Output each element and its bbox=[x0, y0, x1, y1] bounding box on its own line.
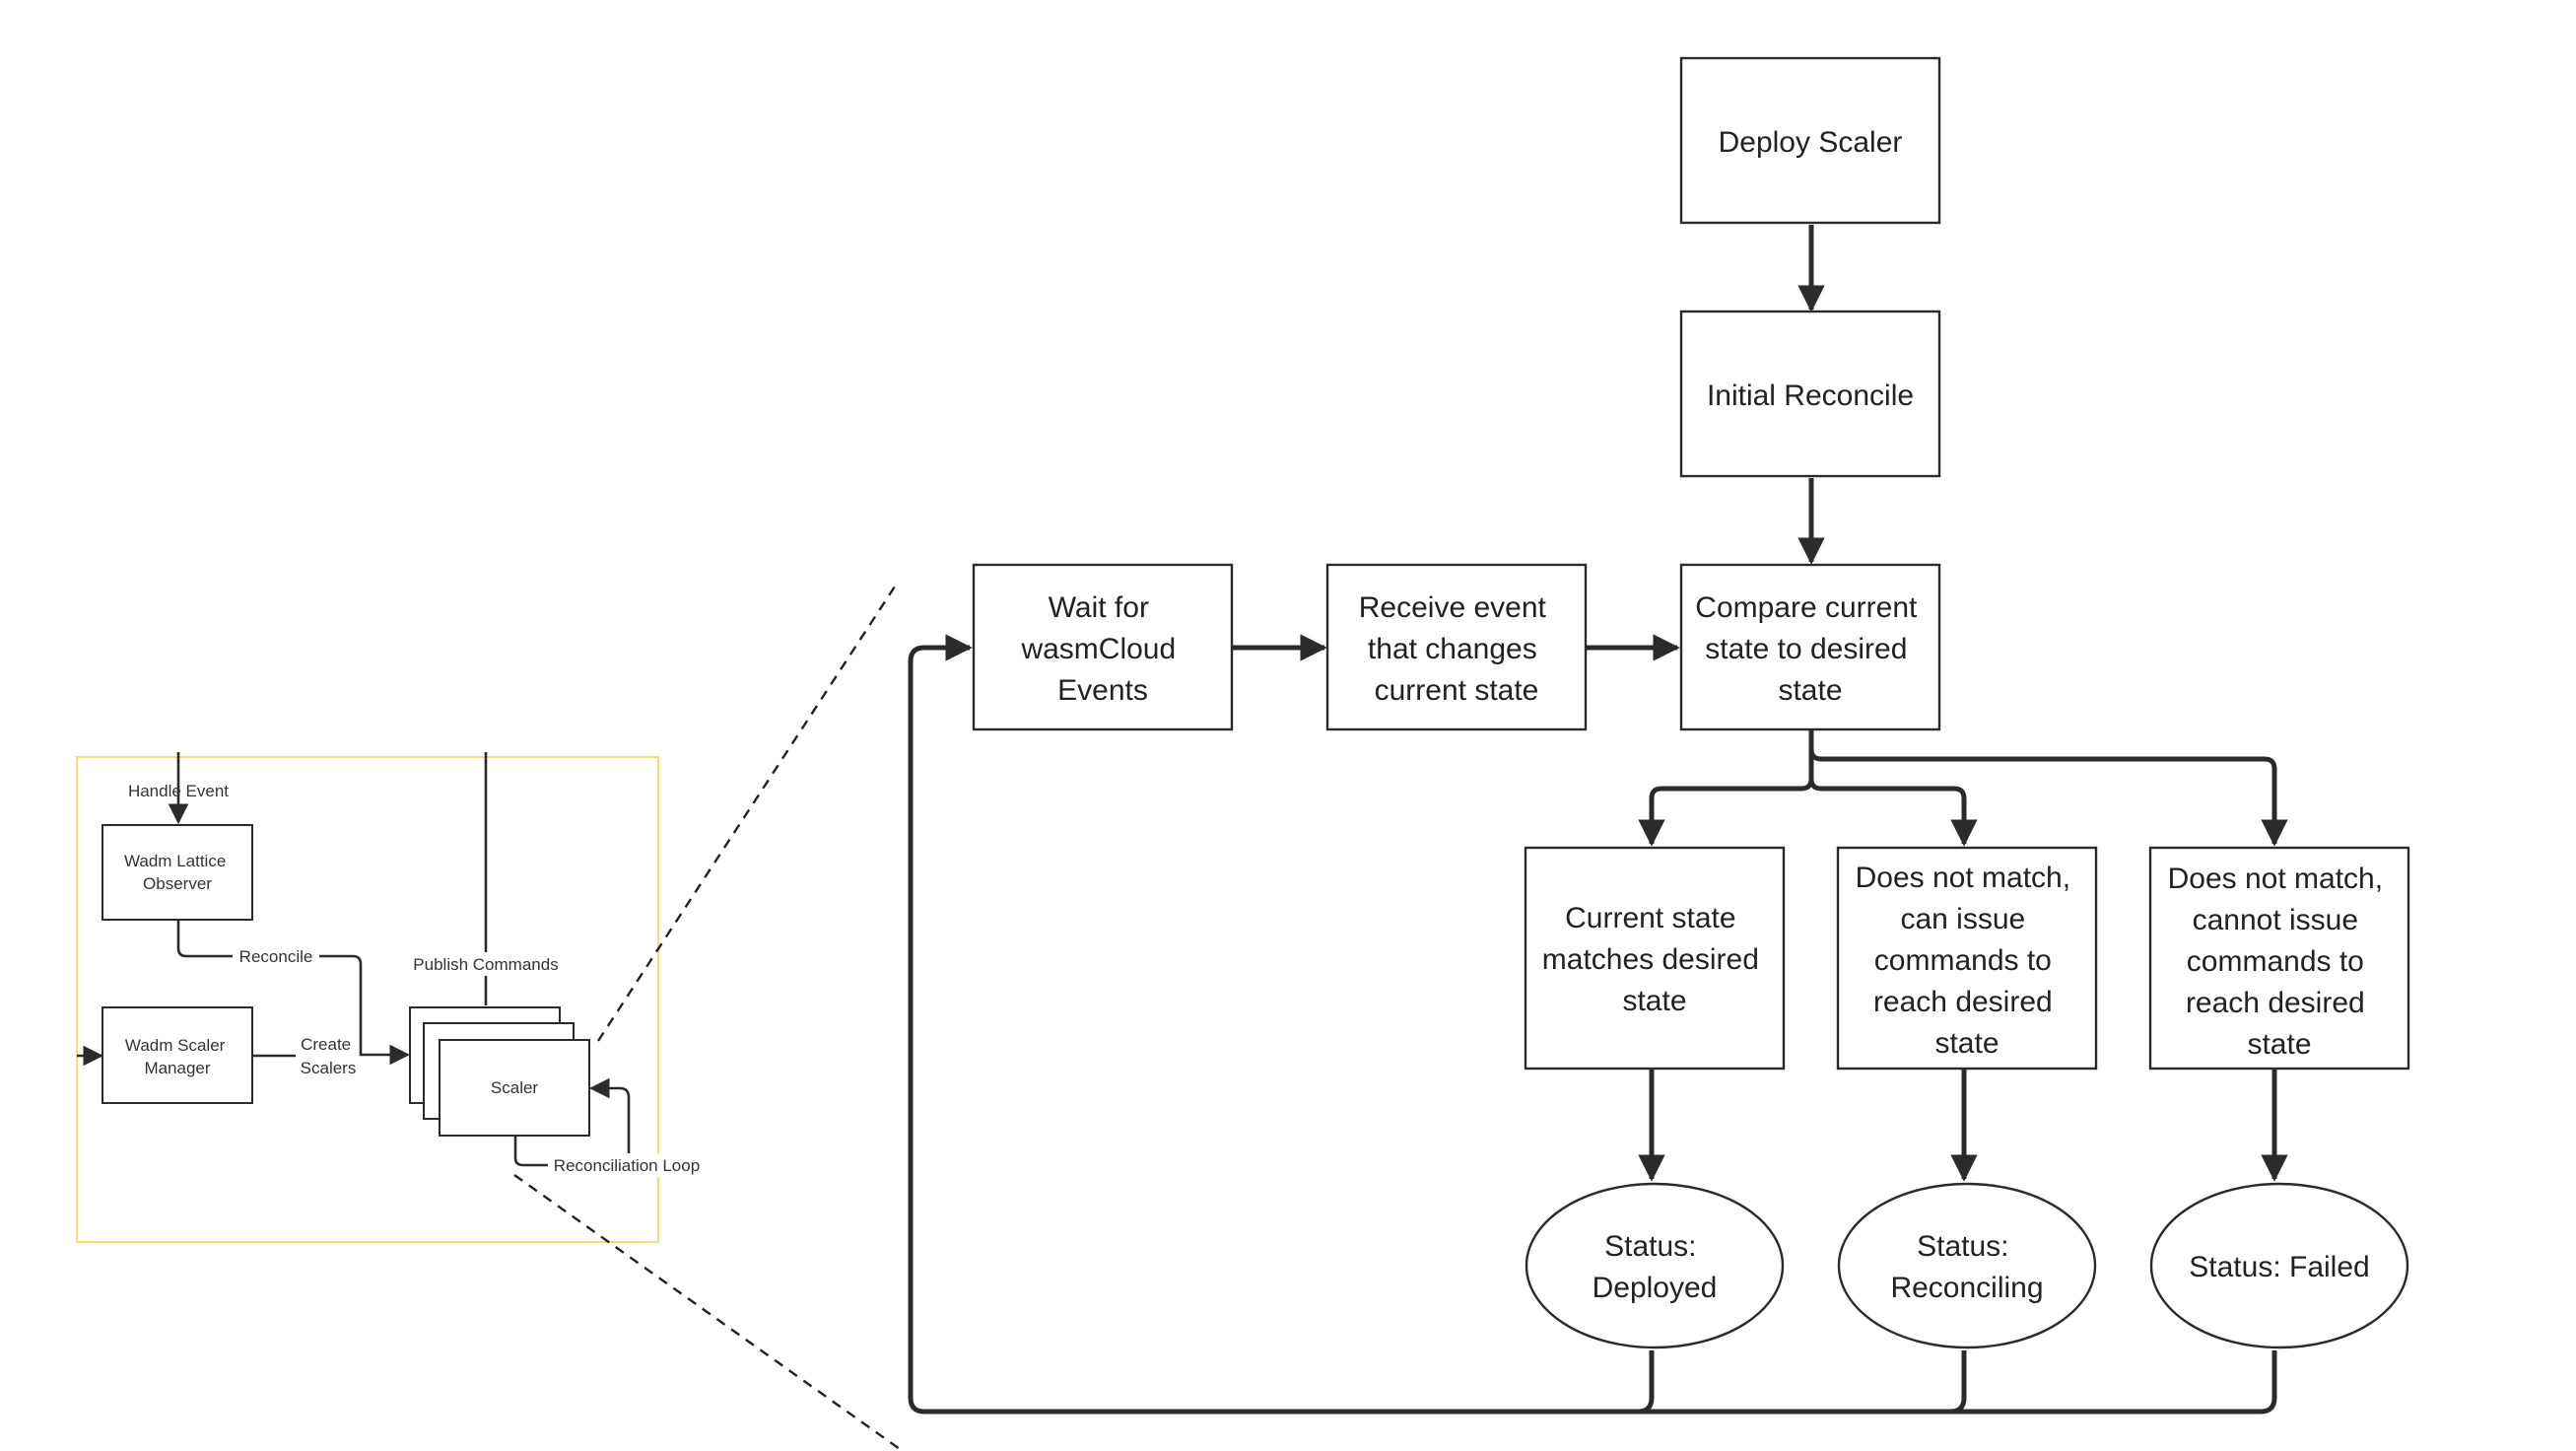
reconciliation-loop-label: Reconciliation Loop bbox=[554, 1156, 700, 1175]
scaler-label: Scaler bbox=[491, 1078, 539, 1097]
svg-text:Status: Deployed: Status: Deployed bbox=[1593, 1230, 1718, 1304]
reconcile-label: Reconcile bbox=[239, 947, 313, 966]
status-failed-node: Status: Failed bbox=[2149, 1182, 2409, 1349]
reconcile-flow: Deploy Scaler Initial Reconcile Wait for… bbox=[908, 56, 2410, 1415]
svg-text:Initial Reconcile: Initial Reconcile bbox=[1707, 380, 1914, 412]
zoom-line-bottom bbox=[513, 1174, 901, 1450]
deploy-scaler-node: Deploy Scaler bbox=[1679, 56, 1941, 225]
reconcile-arrow bbox=[176, 921, 411, 1066]
lattice-observer-box bbox=[102, 824, 253, 921]
handle-event-label: Handle Event bbox=[128, 782, 229, 800]
loop-join-deployed bbox=[1637, 1350, 1655, 1415]
arrow-compare-to-matches bbox=[1638, 730, 1814, 847]
loop-join-reconciling bbox=[1949, 1350, 1967, 1415]
status-reconciling-node: Status: Reconciling bbox=[1837, 1182, 2097, 1349]
arrow-compare-to-can-issue bbox=[1808, 730, 1978, 847]
svg-text:Receive event that cha: Receive event that changes current state bbox=[1359, 591, 1554, 707]
scaler-box bbox=[439, 1039, 590, 1137]
arrow-compare-to-cannot-issue bbox=[1808, 730, 2288, 847]
can-issue-commands-node: Does not match, can issue commands to re… bbox=[1836, 846, 2098, 1071]
cannot-issue-commands-node: Does not match, cannot issue commands to… bbox=[2148, 846, 2410, 1071]
lattice-observer-label: Wadm Lattice Observer bbox=[124, 852, 231, 893]
svg-text:Status: Reconciling: Status: Reconciling bbox=[1890, 1230, 2043, 1304]
wait-events-node: Wait for wasmCloud Events bbox=[972, 563, 1234, 731]
svg-text:Wait for wasmCloud: Wait for wasmCloud Events bbox=[1020, 591, 1184, 707]
status-deployed-node: Status: Deployed bbox=[1525, 1182, 1785, 1349]
svg-text:Does not match, cannot: Does not match, cannot issue commands to… bbox=[2168, 863, 2392, 1061]
svg-text:Compare current state: Compare current state to desired state bbox=[1695, 591, 1925, 707]
svg-text:Current state matches: Current state matches desired state bbox=[1542, 902, 1767, 1017]
svg-text:Deploy Scaler: Deploy Scaler bbox=[1719, 126, 1903, 159]
compare-state-node: Compare current state to desired state bbox=[1679, 563, 1941, 731]
state-matches-node: Current state matches desired state bbox=[1524, 846, 1786, 1071]
loop-back-line bbox=[908, 634, 2277, 1415]
initial-reconcile-node: Initial Reconcile bbox=[1679, 310, 1941, 478]
svg-text:Status: Failed: Status: Failed bbox=[2189, 1251, 2369, 1283]
svg-text:Does not match, can is: Does not match, can issue commands to re… bbox=[1856, 862, 2079, 1060]
overview-panel: Handle Event Wadm Lattice Observer Recon… bbox=[75, 586, 901, 1450]
overview-frame bbox=[75, 755, 660, 1244]
create-scalers-label: Create Scalers bbox=[301, 1035, 357, 1077]
zoom-line-top bbox=[596, 586, 897, 1042]
receive-event-node: Receive event that changes current state bbox=[1325, 563, 1588, 731]
scaler-manager-label: Wadm Scaler Manager bbox=[125, 1036, 230, 1077]
publish-commands-label: Publish Commands bbox=[413, 955, 558, 974]
scaler-manager-box bbox=[102, 1006, 253, 1104]
